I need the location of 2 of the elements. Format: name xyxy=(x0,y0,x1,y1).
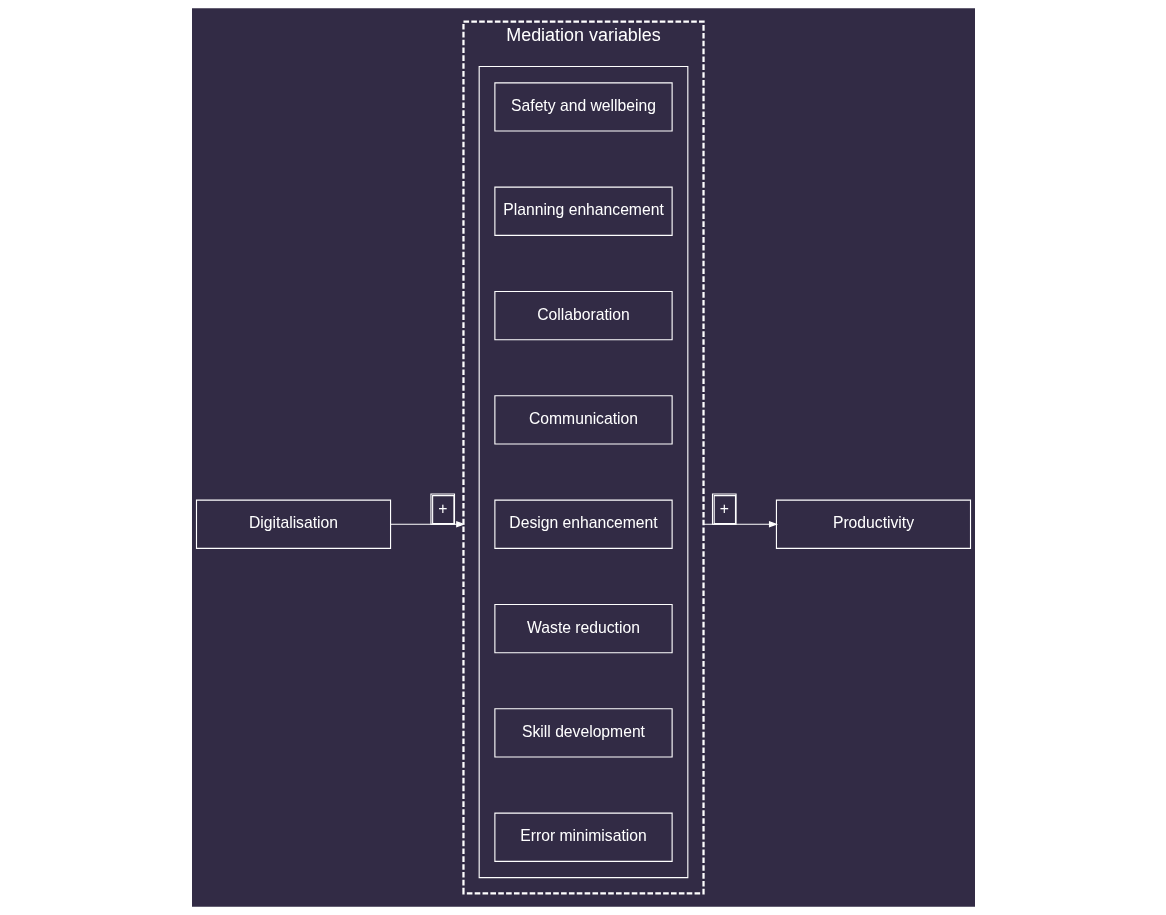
edge-label: + xyxy=(437,499,447,517)
edge-label: + xyxy=(719,499,729,517)
